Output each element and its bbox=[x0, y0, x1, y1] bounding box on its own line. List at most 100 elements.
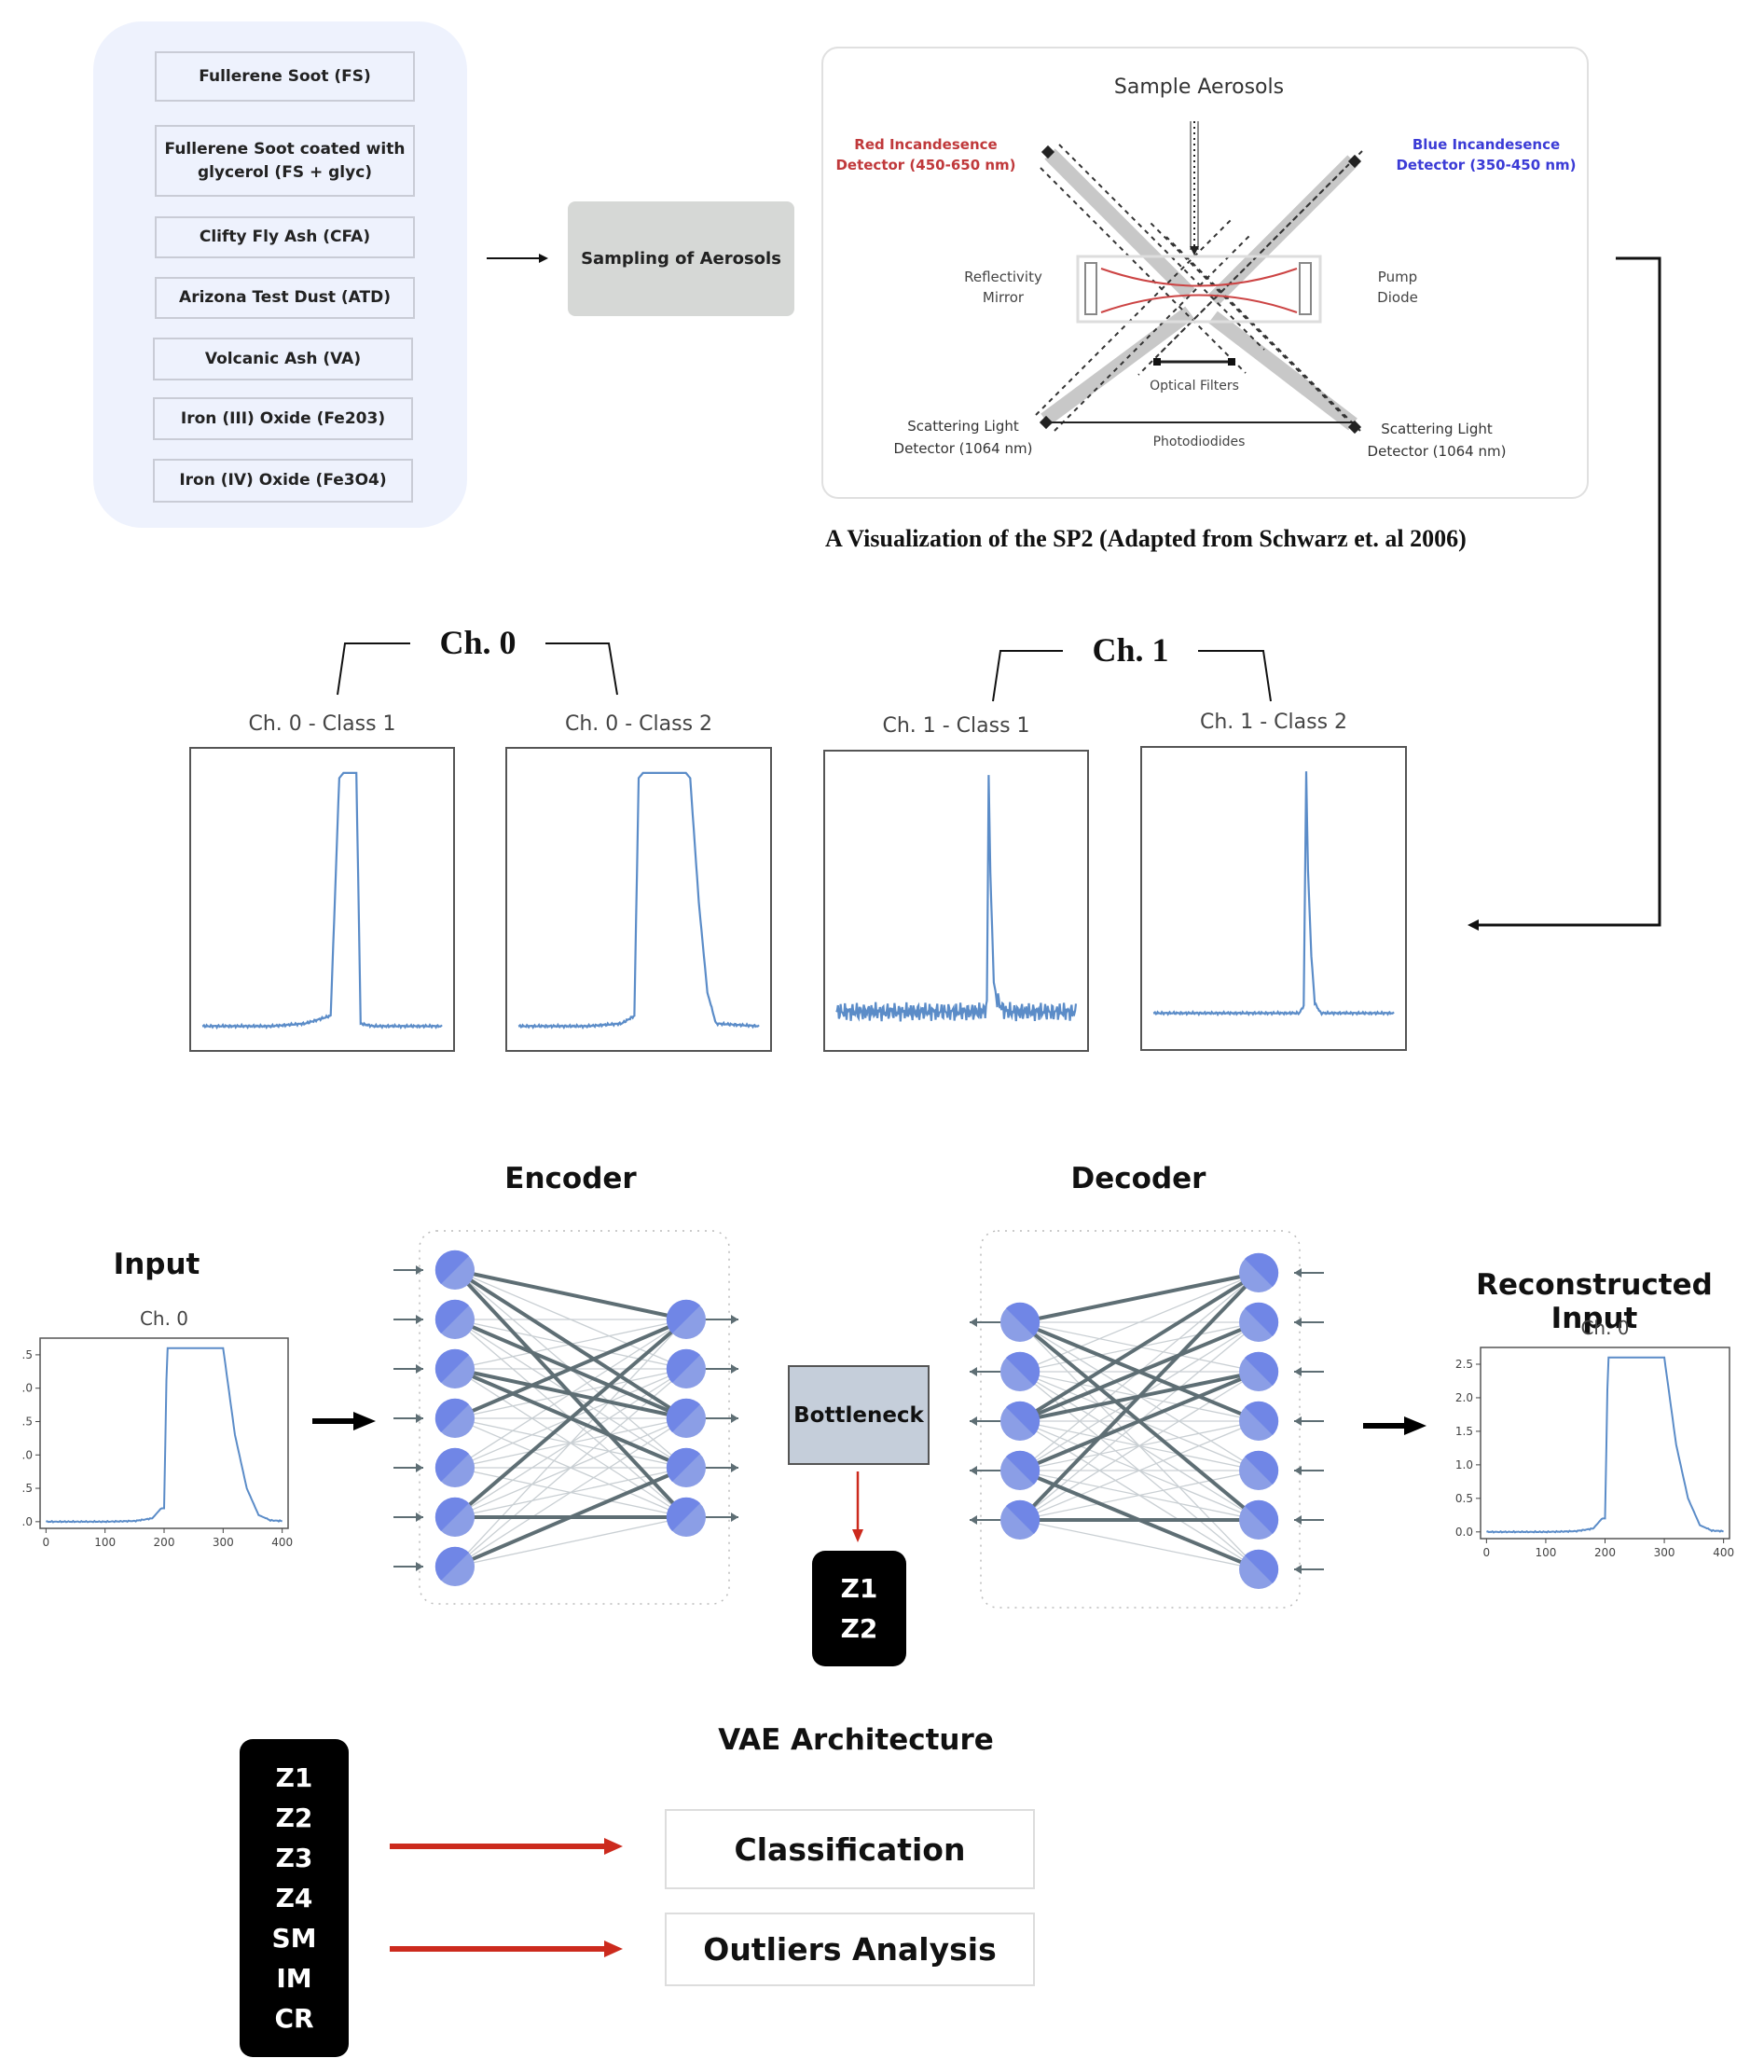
plot-title: Ch. 1 - Class 2 bbox=[1199, 711, 1348, 734]
decoder-network bbox=[970, 1230, 1324, 1609]
y-tick-label: 2.0 bbox=[1455, 1391, 1473, 1404]
y-tick-label: 0.5 bbox=[1455, 1492, 1473, 1505]
connection-strong bbox=[1019, 1370, 1260, 1423]
connection-strong bbox=[454, 1268, 687, 1321]
layer-frame bbox=[980, 1230, 1301, 1609]
arrow-head-icon bbox=[416, 1562, 423, 1571]
neuron-node bbox=[1000, 1302, 1040, 1342]
connection-strong bbox=[1019, 1271, 1260, 1324]
signal-line bbox=[201, 771, 443, 1030]
neuron-node bbox=[666, 1497, 706, 1537]
y-tick-label: 1.0 bbox=[1455, 1458, 1473, 1471]
signal-line bbox=[835, 775, 1078, 1022]
mirror-label: Reflectivity bbox=[964, 269, 1042, 285]
neuron-node bbox=[434, 1348, 475, 1388]
plot-title: Ch. 0 bbox=[139, 1307, 189, 1330]
arrow-right-icon bbox=[1363, 1416, 1426, 1435]
y-tick-label: .0 bbox=[22, 1515, 33, 1528]
blue-detector-label: Detector (350-450 nm) bbox=[1396, 157, 1576, 173]
arrow-head-icon bbox=[1294, 1318, 1302, 1327]
arrow-head-icon bbox=[731, 1315, 738, 1324]
neuron-node bbox=[434, 1398, 475, 1438]
decoder-title: Decoder bbox=[1070, 1162, 1206, 1195]
feature-item: Z1 bbox=[275, 1762, 313, 1793]
connection-strong bbox=[453, 1268, 688, 1420]
material-item: Fullerene Soot coated with glycerol (FS … bbox=[155, 125, 415, 197]
material-item: Arizona Test Dust (ATD) bbox=[155, 277, 415, 319]
connection bbox=[454, 1516, 687, 1568]
y-tick-label: .5 bbox=[22, 1348, 33, 1361]
photodiodes-label: Photodiodides bbox=[1153, 435, 1246, 449]
detector-beam bbox=[1208, 311, 1357, 431]
ch0-bracket bbox=[337, 642, 618, 696]
connector-arrow-icon bbox=[1468, 256, 1661, 931]
encoder-title: Encoder bbox=[504, 1162, 637, 1195]
x-tick-label: 400 bbox=[1713, 1546, 1734, 1559]
connection-strong bbox=[454, 1318, 687, 1420]
y-tick-label: 2.5 bbox=[1455, 1358, 1473, 1371]
class-plot bbox=[201, 771, 443, 1030]
arrow-head-icon bbox=[970, 1318, 977, 1327]
feature-item: IM bbox=[276, 1963, 312, 1994]
connection bbox=[1019, 1470, 1260, 1521]
arrow-head-icon bbox=[1294, 1466, 1302, 1475]
neuron-node bbox=[1000, 1351, 1040, 1391]
arrow-head-icon bbox=[1294, 1565, 1302, 1574]
neuron-node bbox=[1239, 1252, 1279, 1292]
neuron-node bbox=[666, 1447, 706, 1487]
class-plot bbox=[1152, 771, 1395, 1017]
detector-beam bbox=[1040, 306, 1194, 426]
feature-item: SM bbox=[271, 1923, 317, 1954]
neuron-node bbox=[1239, 1401, 1279, 1441]
bottleneck-box: Bottleneck bbox=[788, 1365, 930, 1465]
signal-line bbox=[46, 1347, 283, 1524]
scatter-detector-right-label: Scattering Light bbox=[1381, 421, 1493, 437]
connection-strong bbox=[454, 1367, 687, 1420]
signal-line bbox=[1486, 1356, 1724, 1534]
neuron-node bbox=[666, 1299, 706, 1339]
arrow-head-icon bbox=[970, 1367, 977, 1376]
connection bbox=[1019, 1371, 1260, 1521]
y-tick-label: 0.0 bbox=[1455, 1526, 1473, 1539]
sp2-diagram-frame bbox=[821, 47, 1589, 499]
feature-item: Z2 bbox=[275, 1803, 313, 1833]
neuron-node bbox=[434, 1447, 475, 1487]
connection-strong bbox=[1019, 1370, 1260, 1472]
y-tick-label: .0 bbox=[22, 1448, 33, 1461]
arrow-head-icon bbox=[731, 1463, 738, 1472]
feature-list-box: Z1 Z2 Z3 Z4 SM IM CR bbox=[240, 1739, 349, 2057]
arrow-head-icon bbox=[1294, 1268, 1302, 1278]
y-tick-label: .0 bbox=[22, 1382, 33, 1395]
arrow-right-icon bbox=[312, 1412, 376, 1430]
neuron-node bbox=[1000, 1450, 1040, 1490]
plot-frame bbox=[1140, 746, 1407, 1051]
arrow-head-icon bbox=[1294, 1515, 1302, 1525]
connection bbox=[454, 1319, 687, 1568]
arrow-down-icon bbox=[852, 1471, 863, 1542]
arrow-head-icon bbox=[970, 1466, 977, 1475]
signal-line bbox=[1152, 771, 1395, 1017]
input-title: Input bbox=[113, 1248, 200, 1281]
connection bbox=[454, 1417, 687, 1568]
material-item: Clifty Fly Ash (CFA) bbox=[155, 216, 415, 258]
mirror-label: Mirror bbox=[983, 289, 1025, 306]
pump-diode-label: Diode bbox=[1377, 289, 1418, 306]
x-tick-label: 0 bbox=[43, 1536, 50, 1549]
pump-diode-label: Pump bbox=[1378, 269, 1417, 285]
class-plot bbox=[517, 771, 760, 1030]
connection-strong bbox=[1019, 1320, 1260, 1423]
connection-strong bbox=[1019, 1469, 1260, 1571]
scatter-detector-left-label: Detector (1064 nm) bbox=[894, 440, 1033, 457]
material-item: Iron (IV) Oxide (Fe3O4) bbox=[153, 459, 413, 503]
neuron-node bbox=[666, 1398, 706, 1438]
x-tick-label: 200 bbox=[154, 1536, 175, 1549]
materials-panel bbox=[93, 21, 467, 528]
arrow-head-icon bbox=[416, 1315, 423, 1324]
red-detector-label: Detector (450-650 nm) bbox=[835, 157, 1015, 173]
arrow-head-icon bbox=[731, 1414, 738, 1423]
neuron-node bbox=[1239, 1450, 1279, 1490]
channel-group-label: Ch. 1 bbox=[1092, 631, 1169, 669]
latent-var: Z1 bbox=[840, 1573, 878, 1604]
y-tick-label: .5 bbox=[22, 1415, 33, 1428]
